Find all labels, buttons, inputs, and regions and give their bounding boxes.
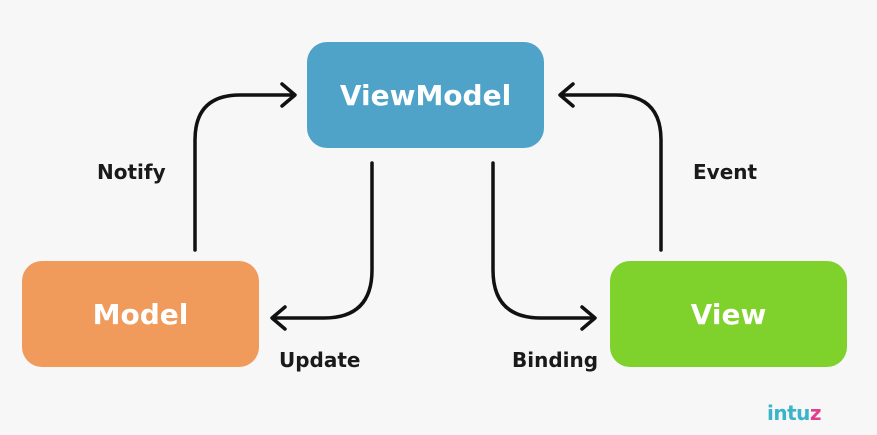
viewmodel-node: ViewModel — [307, 42, 544, 148]
update-arrow — [270, 161, 374, 331]
update-label: Update — [279, 348, 361, 372]
notify-arrow-head — [280, 82, 297, 108]
binding-arrow-line — [491, 161, 595, 320]
binding-label: Binding — [512, 348, 599, 372]
binding-arrow-head — [580, 305, 597, 331]
logo-text-main: intu — [767, 401, 810, 425]
event-arrow-head — [558, 82, 575, 108]
view-node: View — [610, 261, 847, 367]
update-arrow-line — [272, 161, 374, 320]
notify-arrow-line — [193, 93, 295, 252]
event-arrow-line — [560, 93, 663, 252]
notify-label: Notify — [97, 160, 166, 184]
viewmodel-label: ViewModel — [339, 78, 512, 112]
model-label: Model — [92, 297, 189, 331]
update-arrow-head — [270, 305, 287, 331]
event-label: Event — [693, 160, 758, 184]
event-arrow — [558, 82, 663, 252]
model-node: Model — [22, 261, 259, 367]
notify-arrow — [193, 82, 297, 252]
view-label: View — [690, 297, 767, 331]
logo-text-accent: z — [809, 401, 822, 425]
binding-arrow — [491, 161, 597, 331]
